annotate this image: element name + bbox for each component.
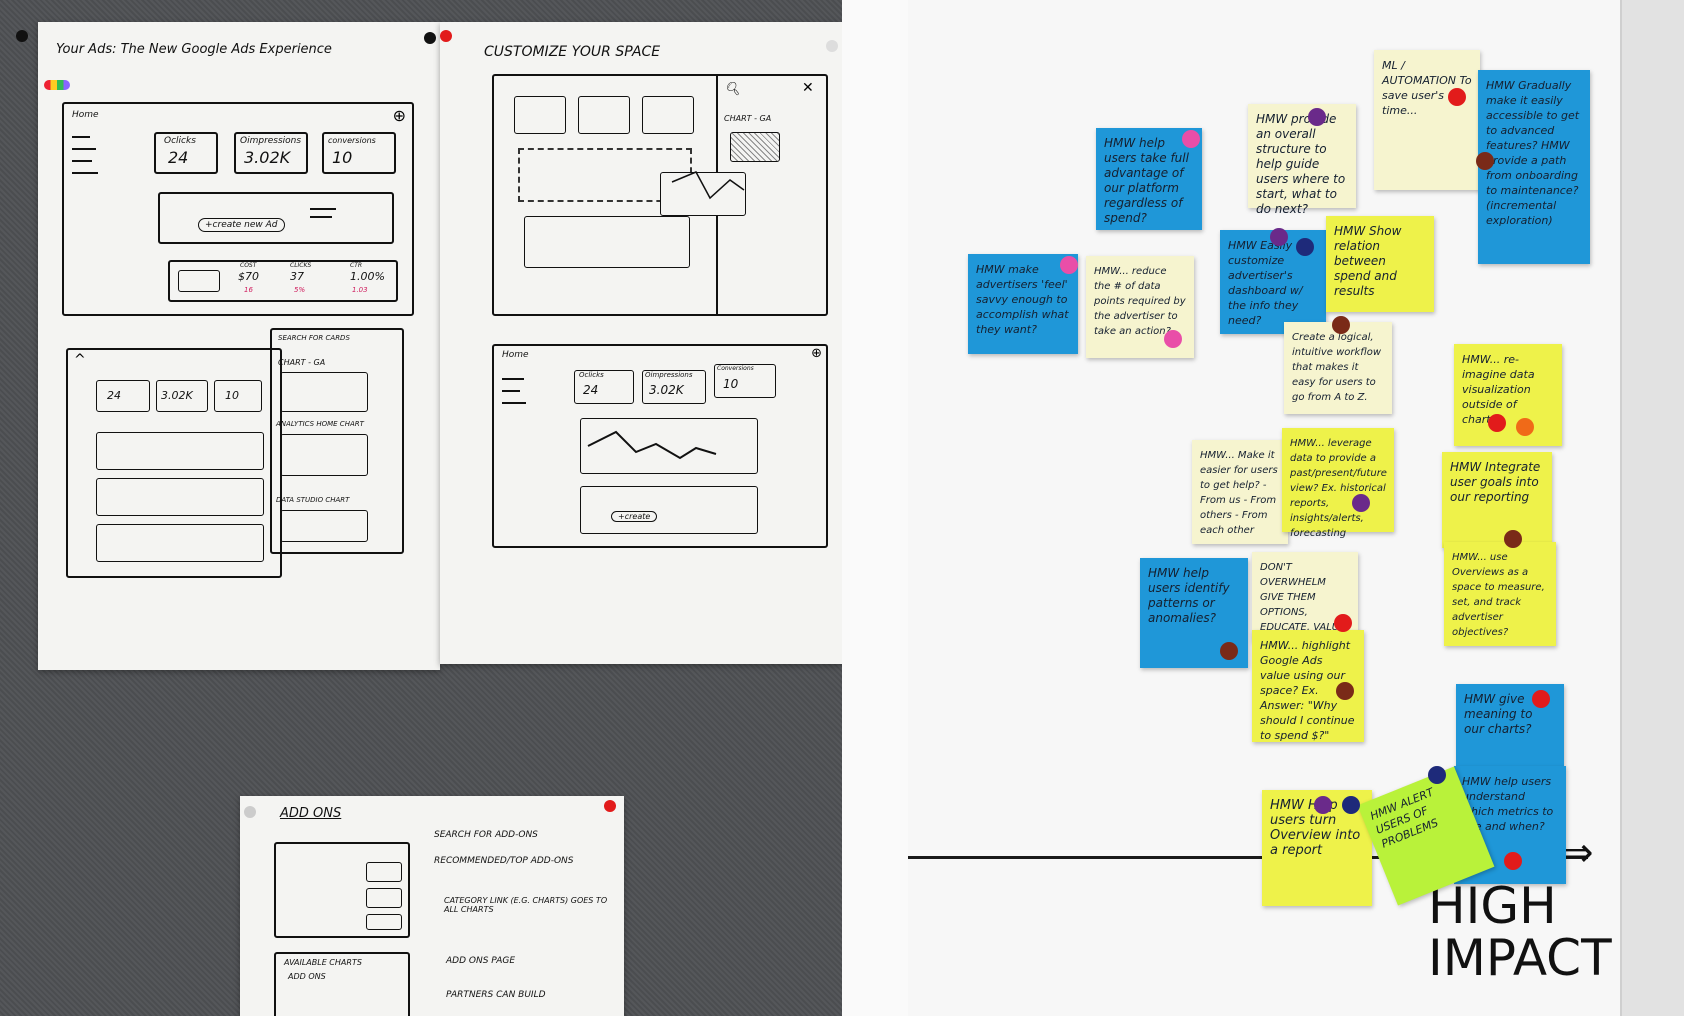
addons-page-wireframe <box>274 952 410 1016</box>
sticky-note: ML / AUTOMATION To save user's time... <box>1374 50 1480 190</box>
create-new-ad-button: +create new Ad <box>198 218 285 232</box>
stat-card-conversions: conversions 10 <box>322 132 396 174</box>
push-pin <box>440 30 452 42</box>
vote-dot <box>1516 418 1534 436</box>
vote-dot <box>1488 414 1506 432</box>
sticky-note: HMW... leverage data to provide a past/p… <box>1282 428 1394 539</box>
impact-axis-line <box>908 856 1588 859</box>
sticky-note: HMW... reduce the # of data points requi… <box>1086 256 1194 358</box>
vote-dot <box>1504 530 1522 548</box>
sketch-board-photo: Your Ads: The New Google Ads Experience … <box>0 0 842 1016</box>
sketch-sheet-your-ads: Your Ads: The New Google Ads Experience … <box>38 22 440 670</box>
vote-dot <box>1164 330 1182 348</box>
metrics-panel: COST $70 16 CLICKS 37 5% CTR 1.00% 1.03 <box>168 260 398 302</box>
sticky-note: Create a logical, intuitive workflow tha… <box>1284 322 1392 414</box>
vote-dot <box>1504 852 1522 870</box>
sketch-sheet-customize: CUSTOMIZE YOUR SPACE 🔍︎ ✕ CHART - GA Hom… <box>440 22 842 664</box>
stat-card-clicks: Oclicks 24 <box>154 132 218 174</box>
push-pin <box>424 32 436 44</box>
create-panel: +create <box>580 486 758 534</box>
vote-dot <box>1476 152 1494 170</box>
sticky-note: HMW Integrate user goals into our report… <box>1442 452 1552 548</box>
vote-dot <box>1296 238 1314 256</box>
vote-dot <box>1332 316 1350 334</box>
vote-dot <box>1448 88 1466 106</box>
sticky-note: HMW Show relation between spend and resu… <box>1326 216 1434 312</box>
wireframe-home-bottom: ^ 24 3.02K 10 <box>66 348 282 578</box>
vote-dot <box>1270 228 1288 246</box>
dragged-chart-card <box>660 172 746 216</box>
plus-icon: ⊕ <box>392 106 406 125</box>
sticky-note: HMW... re-imagine data visualization out… <box>1454 344 1562 446</box>
vote-dot <box>1428 766 1446 784</box>
sticky-note: HMW Help users turn Overview into a repo… <box>1262 790 1372 906</box>
sheet-title: CUSTOMIZE YOUR SPACE <box>484 44 661 60</box>
create-ad-panel: +create new Ad <box>158 192 394 244</box>
sticky-note: HMW... Make it easier for users to get h… <box>1192 440 1288 544</box>
vote-dot <box>1334 614 1352 632</box>
sticky-note: HMW make advertisers 'feel' savvy enough… <box>968 254 1078 354</box>
search-cards-panel: SEARCH FOR CARDS CHART - GA ANALYTICS HO… <box>270 328 404 554</box>
vote-dot <box>1060 256 1078 274</box>
vote-dot <box>1342 796 1360 814</box>
vote-dot <box>1314 796 1332 814</box>
push-pin <box>244 806 256 818</box>
push-pin <box>826 40 838 52</box>
search-icon: 🔍︎ <box>724 82 741 97</box>
sketch-lines <box>587 171 745 460</box>
sheet-title: Your Ads: The New Google Ads Experience <box>56 42 332 57</box>
sheet-title: ADD ONS <box>280 806 342 821</box>
sketch-sheet-add-ons: ADD ONS SEARCH FOR ADD-ONS RECOMMENDED/T… <box>240 796 624 1016</box>
vote-dot <box>1532 690 1550 708</box>
sticky-note: HMW provide an overall structure to help… <box>1248 104 1356 216</box>
vote-dot <box>1352 494 1370 512</box>
stat-card-impressions: Oimpressions 3.02K <box>234 132 308 174</box>
addons-wireframe <box>274 842 410 938</box>
sticky-note-board-photo: ⇒ HIGH IMPACT HMW help users take full a… <box>908 0 1684 1016</box>
vote-dot <box>1182 130 1200 148</box>
color-dots <box>44 80 70 90</box>
board-frame <box>1620 0 1684 1016</box>
photo-divider <box>842 0 908 1016</box>
wireframe-home-top: Home ⊕ Oclicks 24 Oimpressions 3.02K con… <box>62 102 414 316</box>
push-pin <box>604 800 616 812</box>
vote-dot <box>1308 108 1326 126</box>
push-pin <box>16 30 28 42</box>
sticky-note: HMW... use Overviews as a space to measu… <box>1444 542 1556 646</box>
high-impact-label: HIGH IMPACT <box>1428 877 1612 987</box>
sticky-note: HMW Gradually make it easily accessible … <box>1478 70 1590 264</box>
customize-wireframe: 🔍︎ ✕ CHART - GA <box>492 74 828 316</box>
close-icon: ✕ <box>802 80 814 96</box>
vote-dot <box>1220 642 1238 660</box>
vote-dot <box>1336 682 1354 700</box>
line-chart-card <box>580 418 758 474</box>
home-label: Home <box>72 110 99 120</box>
